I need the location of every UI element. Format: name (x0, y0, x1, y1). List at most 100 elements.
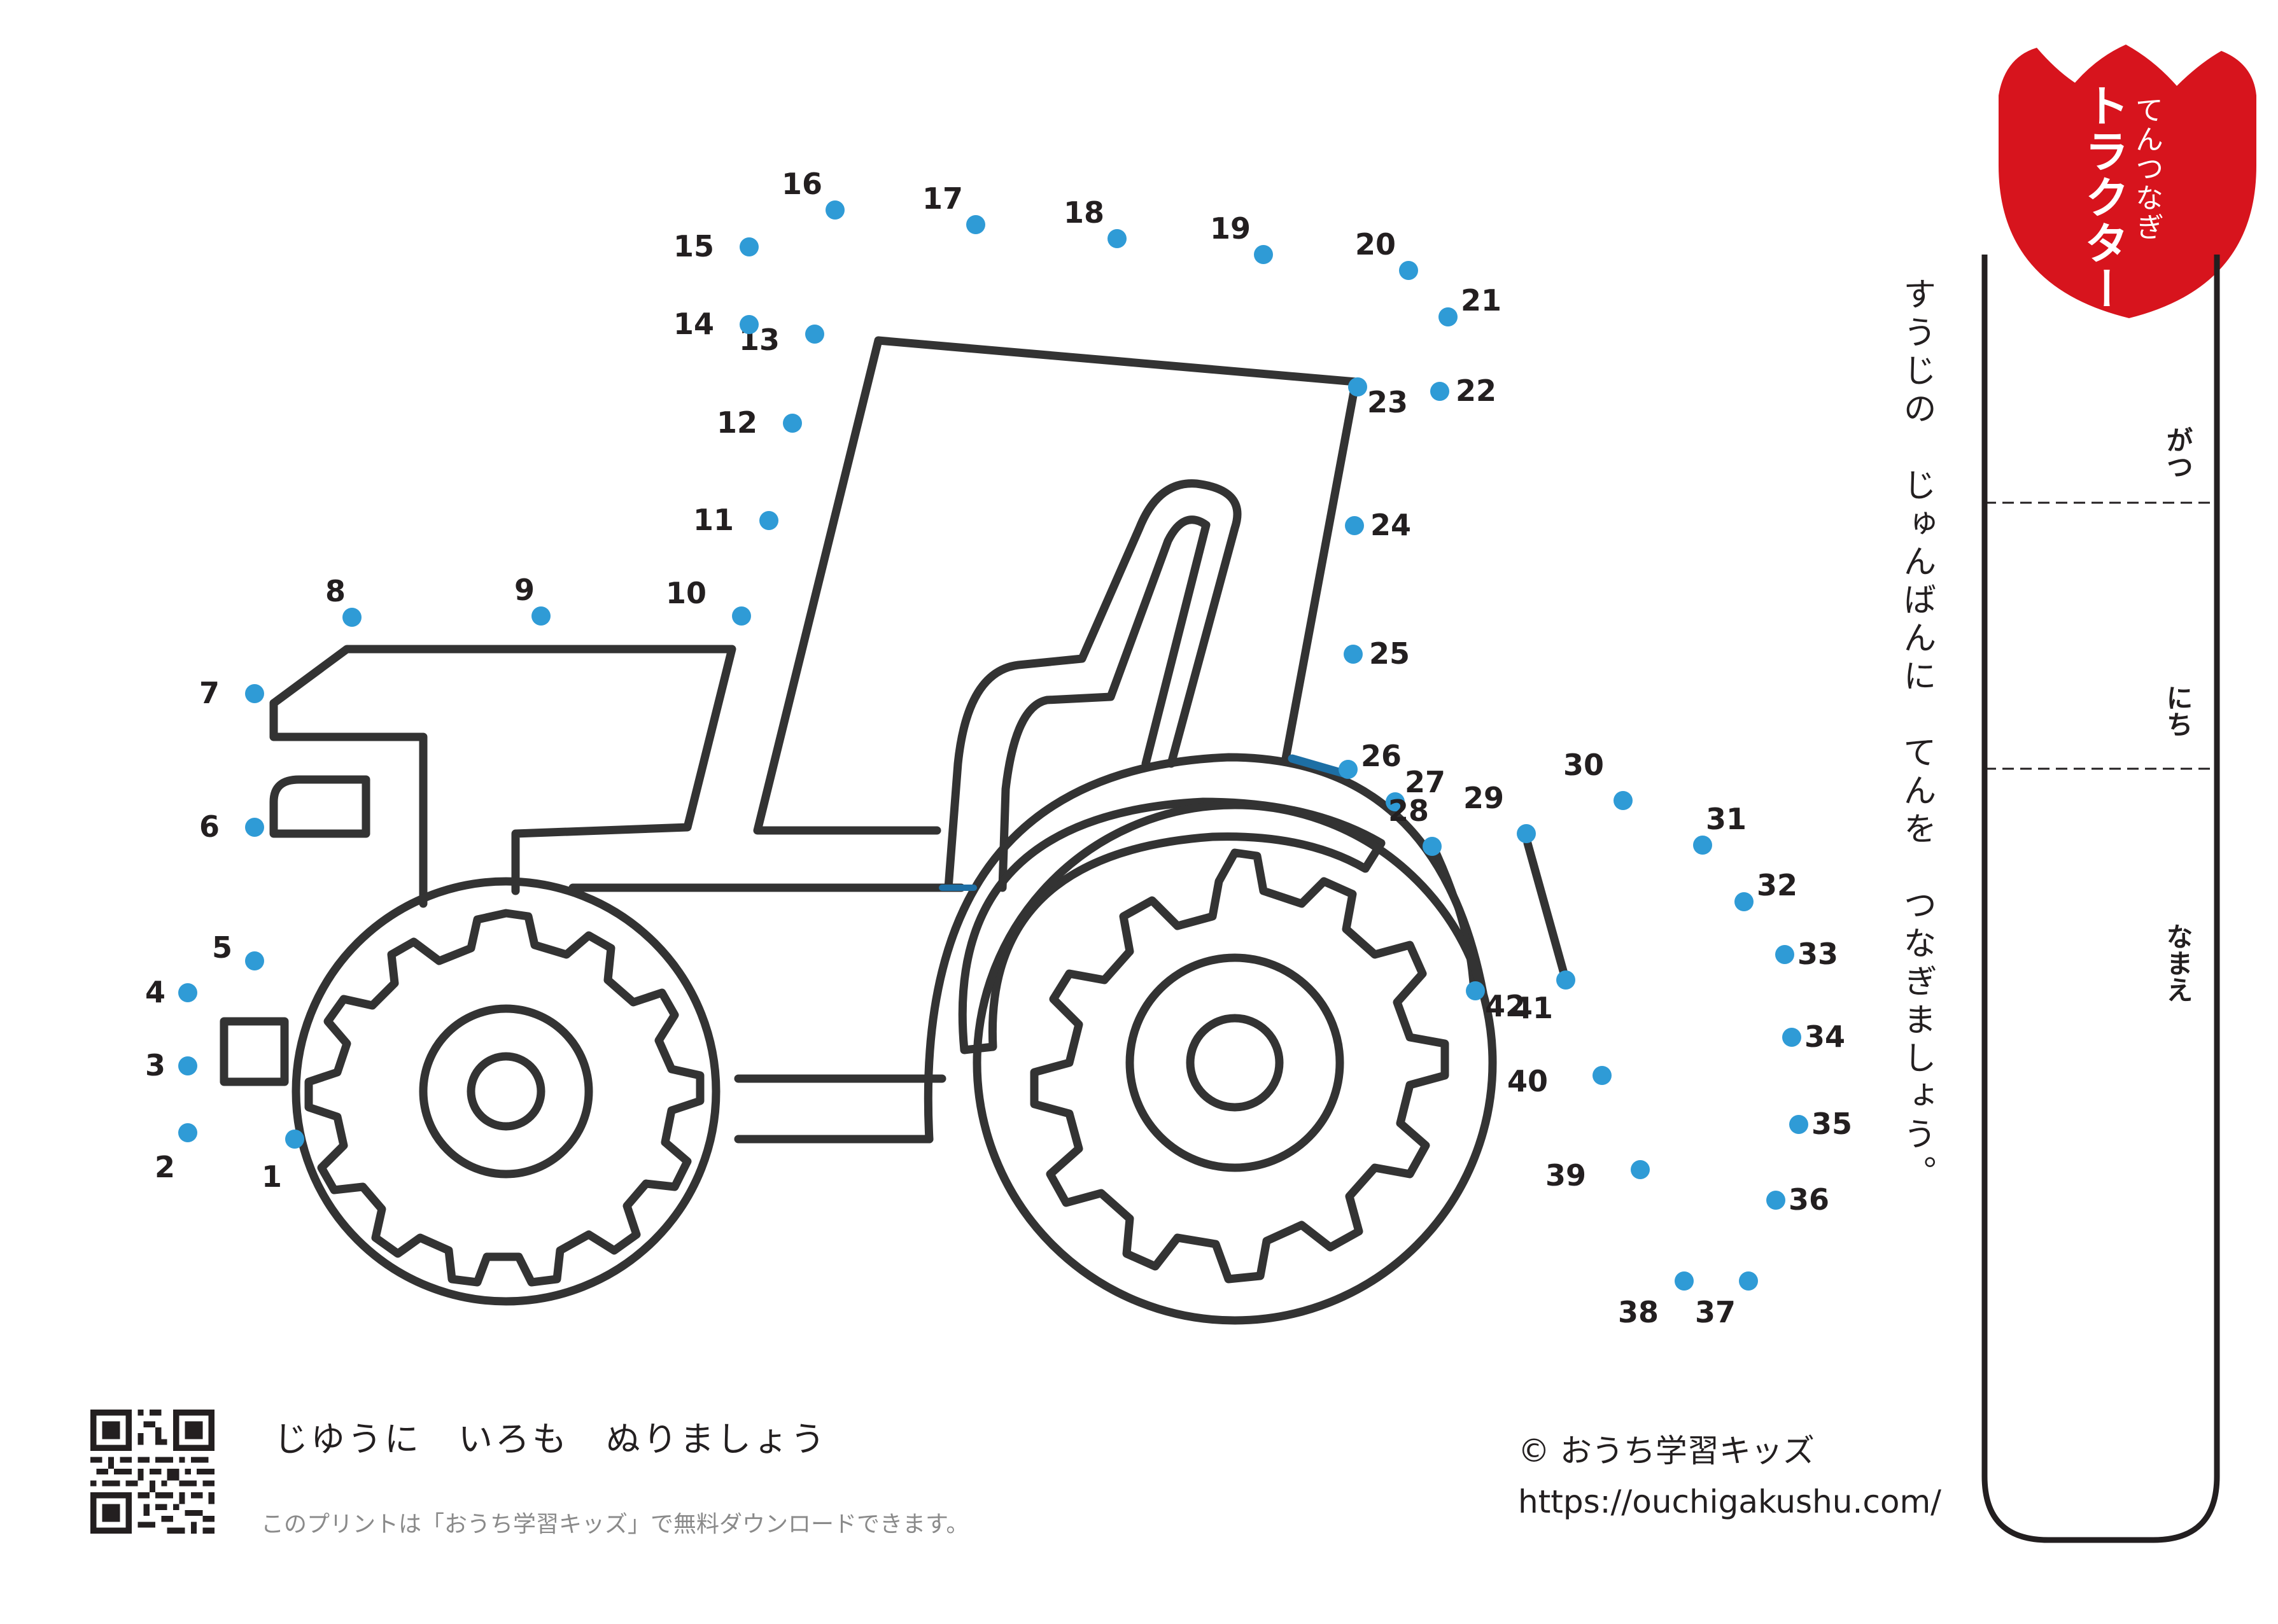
dot-11 (759, 511, 778, 530)
dot-label-39: 39 (1545, 1158, 1586, 1193)
rear-wheel-rim (1125, 953, 1344, 1172)
worksheet-subtitle: てんつなぎ (2130, 95, 2163, 242)
red-tulip-badge-icon (1999, 45, 2256, 318)
dot-25 (1344, 645, 1363, 664)
dot-label-7: 7 (199, 676, 220, 710)
instruction-text: すうじの じゅんばんに てんを つなぎましょう。 (1897, 277, 1936, 1193)
dot-label-21: 21 (1461, 283, 1501, 318)
rear-wheel-tire (973, 801, 1497, 1325)
dot-label-31: 31 (1706, 802, 1747, 836)
dot-22 (1430, 382, 1449, 401)
dot-12 (783, 414, 802, 433)
dot-33 (1775, 945, 1794, 964)
dot-label-1: 1 (262, 1159, 282, 1194)
dot-label-19: 19 (1210, 211, 1251, 246)
tractor-hood (269, 645, 736, 895)
segment-41-42 (1523, 839, 1570, 984)
rear-wheel-hub (1186, 1014, 1284, 1112)
dot-label-30: 30 (1563, 748, 1604, 782)
dot-label-23: 23 (1367, 385, 1408, 419)
dot-label-22: 22 (1456, 374, 1496, 408)
dot-label-41: 41 (1512, 991, 1553, 1025)
dot-label-34: 34 (1804, 1019, 1845, 1054)
dot-label-24: 24 (1370, 508, 1411, 542)
dot-label-18: 18 (1064, 195, 1104, 230)
tractor-seat (944, 479, 1242, 892)
dot-35 (1789, 1115, 1808, 1134)
dot-6 (245, 818, 264, 837)
dot-label-10: 10 (666, 576, 707, 610)
dot-label-20: 20 (1355, 227, 1396, 262)
dot-31 (1693, 836, 1712, 855)
dot-15 (740, 237, 759, 256)
dot-label-28: 28 (1388, 794, 1429, 828)
dot-29 (1517, 824, 1536, 843)
coloring-instruction: じゆうに いろも ぬりましょう (274, 1419, 827, 1459)
dot-label-35: 35 (1811, 1107, 1852, 1141)
dot-label-15: 15 (673, 229, 714, 263)
dot-39 (1631, 1160, 1650, 1179)
tractor-grille (269, 699, 428, 908)
dot-40 (1592, 1066, 1612, 1085)
dot-2 (178, 1123, 197, 1142)
dot-label-12: 12 (717, 405, 757, 440)
dot-label-40: 40 (1507, 1064, 1548, 1098)
dot-label-6: 6 (199, 809, 220, 844)
dot-9 (531, 606, 551, 626)
download-note: このプリントは「おうち学習キッズ」で無料ダウンロードできます。 (261, 1511, 969, 1537)
qr-code-icon (90, 1410, 214, 1534)
dot-16 (826, 200, 845, 220)
dot-17 (966, 215, 985, 234)
dot-36 (1766, 1191, 1785, 1210)
dot-label-29: 29 (1463, 781, 1504, 815)
dot-4 (178, 983, 197, 1002)
dot-37 (1739, 1271, 1758, 1291)
dot-label-38: 38 (1618, 1295, 1659, 1329)
tractor-front-weight (220, 1017, 289, 1086)
dot-label-16: 16 (782, 167, 822, 201)
dot-label-25: 25 (1369, 636, 1410, 671)
copyright-text: © おうち学習キッズ (1518, 1432, 1815, 1469)
dot-5 (245, 951, 264, 970)
dot-label-36: 36 (1789, 1182, 1829, 1217)
dot-27 (1386, 792, 1405, 811)
dot-label-3: 3 (145, 1048, 165, 1082)
dot-label-17: 17 (922, 181, 963, 216)
front-wheel-tire (292, 877, 721, 1306)
dot-label-37: 37 (1695, 1295, 1736, 1329)
site-url-link[interactable]: https://ouchigakushu.com/ (1518, 1483, 1942, 1520)
day-field-label: にち (2162, 684, 2193, 738)
dot-30 (1614, 791, 1633, 810)
dot-14 (740, 315, 759, 334)
dot-20 (1399, 261, 1418, 280)
dot-38 (1675, 1271, 1694, 1291)
date-name-panel (1981, 255, 2220, 1543)
dot-7 (245, 684, 264, 703)
dot-18 (1107, 229, 1127, 248)
dot-19 (1254, 245, 1273, 264)
panel-outline (1981, 255, 2220, 1543)
front-wheel-tread (304, 909, 705, 1287)
dot-label-11: 11 (693, 503, 734, 537)
segment-26-stub (1288, 754, 1347, 778)
dot-label-8: 8 (325, 574, 346, 608)
dot-label-26: 26 (1361, 739, 1402, 773)
dot-label-9: 9 (514, 573, 535, 607)
tractor-fender-stripe (1428, 839, 1477, 997)
rear-wheel-tread (1030, 848, 1449, 1284)
month-field-label: がつ (2162, 426, 2193, 480)
name-field-label: なまえ (2162, 923, 2193, 1003)
dot-10 (732, 606, 751, 626)
tractor-drawing (220, 336, 1570, 1325)
tractor-headlight (269, 775, 370, 838)
dot-3 (178, 1056, 197, 1075)
dot-1 (285, 1130, 304, 1149)
dot-label-32: 32 (1757, 868, 1797, 902)
dot-label-42: 42 (1485, 989, 1526, 1023)
front-wheel-hub (467, 1052, 545, 1131)
dot-label-4: 4 (145, 975, 165, 1009)
dot-8 (342, 608, 362, 627)
dot-42 (1466, 981, 1485, 1000)
